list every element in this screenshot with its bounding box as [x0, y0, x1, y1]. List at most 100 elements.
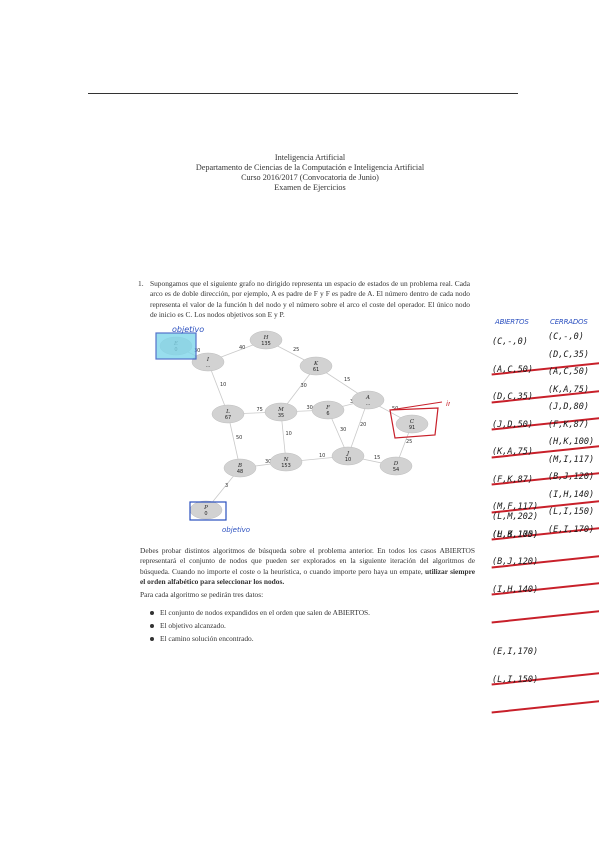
- note-entry: (F,K,87): [492, 475, 599, 485]
- note-entry: (C,-,0): [548, 332, 584, 342]
- node-h-label: ...: [366, 401, 371, 407]
- node-id-label: K: [313, 361, 319, 367]
- graph-node-M: [264, 402, 298, 422]
- node-id-label: A: [365, 395, 370, 401]
- note-entry: (L,I,150): [548, 507, 595, 517]
- edge-cost-label: 10: [286, 431, 292, 437]
- graph-node-J: [331, 446, 365, 466]
- node-id-label: L: [225, 409, 230, 415]
- node-id-label: M: [277, 407, 284, 413]
- abiertos-heading: ABIERTOS: [495, 318, 529, 326]
- note-entry: (E,I,170): [492, 647, 599, 657]
- question-number: 1.: [138, 279, 144, 288]
- node-h-label: 10: [345, 457, 351, 463]
- edge-cost-label: 30: [194, 348, 200, 354]
- node-h-label: 153: [281, 463, 291, 469]
- annot-inicio: inicio: [446, 400, 450, 408]
- bullet-item: El conjunto de nodos expandidos en el or…: [150, 608, 370, 617]
- note-entry: (B,J,120): [492, 557, 599, 567]
- note-entry: (I,H,140): [548, 489, 595, 500]
- edge-cost-label: 25: [406, 439, 412, 445]
- graph-node-H: [249, 330, 283, 350]
- note-entry: (F,K,87): [548, 419, 589, 430]
- node-h-label: ...: [206, 363, 211, 369]
- edge-cost-label: 3: [225, 483, 228, 489]
- node-id-label: D: [393, 461, 399, 467]
- graph-node-C: [395, 414, 429, 434]
- note-entry: (L,M,202): [492, 512, 539, 522]
- note-entry: (D,C,35): [492, 392, 599, 402]
- node-id-label: B: [237, 463, 242, 469]
- edge-cost-label: 40: [239, 345, 245, 351]
- node-id-label: F: [325, 405, 330, 411]
- graph-node-N: [269, 452, 303, 472]
- instructions-text: Debes probar distintos algoritmos de bús…: [140, 546, 475, 576]
- note-entry: (H,K,100): [548, 437, 595, 447]
- graph-node-A: [351, 390, 385, 410]
- note-entry: (K,A,75): [492, 447, 599, 457]
- note-entry: (M,I,117): [548, 454, 595, 465]
- edge-cost-label: 15: [374, 455, 380, 461]
- bullet-text: El conjunto de nodos expandidos en el or…: [160, 608, 371, 617]
- note-entry: (A,C,50): [548, 367, 589, 377]
- node-h-label: 35: [278, 413, 284, 419]
- graph-edge-A-J: [347, 399, 369, 457]
- abiertos-list: (C,-,0)(A,C,50)(D,C,35)(J,D,50)(K,A,75)(…: [0, 0, 599, 685]
- edge-cost-label: 20: [360, 422, 366, 428]
- instructions-paragraph: Debes probar distintos algoritmos de bús…: [140, 546, 475, 587]
- node-h-label: 61: [313, 367, 319, 373]
- node-id-label: J: [346, 451, 350, 457]
- node-h-label: 6: [326, 411, 329, 417]
- header-course-title: Inteligencia Artificial: [274, 153, 346, 162]
- note-entry: (E,I,170): [548, 524, 595, 535]
- instructions-bold: utilizar siempre el orden alfabético par…: [140, 566, 476, 586]
- note-entry: (J,D,80): [548, 402, 589, 412]
- note-entry: (L,I,150): [492, 675, 599, 685]
- bullet-dot-icon: [150, 624, 154, 629]
- note-entry: (A,C,50): [492, 365, 599, 375]
- bullet-item: El objetivo alcanzado.: [150, 621, 226, 630]
- objective-p-marker: [189, 501, 227, 521]
- node-h-label: 54: [393, 467, 399, 473]
- objective-e-marker: [155, 332, 197, 360]
- node-h-label: 0: [204, 511, 207, 517]
- bullet-text: El objetivo alcanzado.: [160, 621, 226, 630]
- instructions-items-intro: Para cada algoritmo se pedirán tres dato…: [140, 590, 264, 599]
- graph-node-L: [211, 404, 245, 424]
- node-h-label: 48: [237, 469, 243, 475]
- note-entry: (H,K,100): [492, 530, 599, 540]
- node-h-label: 91: [409, 425, 415, 431]
- annot-objetivo-bottom: objetivo: [222, 526, 250, 534]
- graph-node-F: [311, 400, 345, 420]
- start-c-marker: [389, 407, 439, 439]
- header-exam: Examen de Ejercicios: [274, 183, 346, 192]
- edge-cost-label: 30: [265, 459, 271, 465]
- edge-cost-label: 30: [301, 383, 307, 389]
- bullet-item: El camino solución encontrado.: [150, 634, 254, 643]
- edge-cost-label: 10: [319, 453, 325, 459]
- graph-node-B: [223, 458, 257, 478]
- edge-cost-label: 30: [340, 427, 346, 433]
- graph-node-K: [299, 356, 333, 376]
- note-entry: (K,A,75): [548, 384, 589, 395]
- note-entry: (C,-,0): [492, 337, 599, 347]
- edge-cost-label: 25: [293, 347, 299, 353]
- header-year: Curso 2016/2017 (Convocatoria de Junio): [241, 173, 379, 182]
- note-entry: (L,B,175): [492, 529, 539, 540]
- header-department: Departamento de Ciencias de la Computaci…: [195, 163, 425, 172]
- bullet-text: El camino solución encontrado.: [160, 634, 254, 643]
- node-id-label: I: [206, 357, 210, 363]
- state-graph: 3040251030157530305050103020301015253 E0…: [155, 325, 450, 534]
- node-h-label: 67: [225, 415, 231, 421]
- question-text: Supongamos que el siguiente grafo no dir…: [150, 279, 470, 319]
- note-entry: (I,H,140): [492, 585, 599, 595]
- node-id-label: H: [263, 335, 269, 341]
- node-id-label: N: [283, 457, 289, 463]
- edge-cost-label: 10: [220, 382, 226, 388]
- edge-cost-label: 30: [307, 405, 313, 411]
- edge-cost-label: 50: [236, 435, 242, 441]
- cerrados-heading: CERRADOS: [550, 318, 588, 326]
- note-entry: (B,J,120): [548, 472, 595, 482]
- node-h-label: 135: [261, 341, 271, 347]
- edge-cost-label: 15: [344, 377, 350, 383]
